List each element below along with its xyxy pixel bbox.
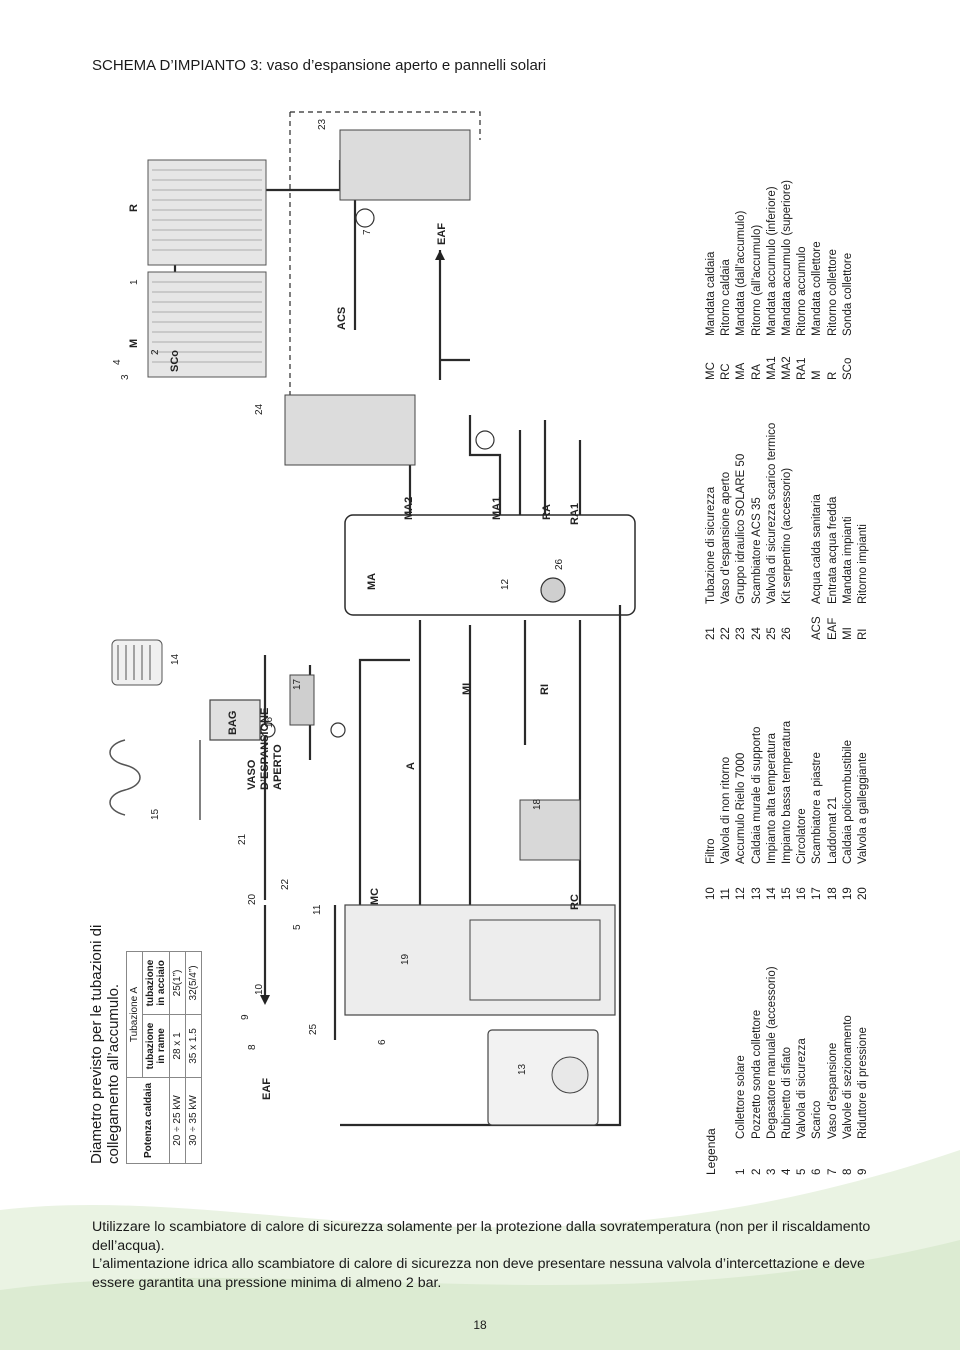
diagram-label-acs: ACS: [336, 307, 348, 330]
diagram-label-n25: 25: [308, 1023, 319, 1035]
diagram-label-n8: 8: [247, 1044, 258, 1050]
diagram-label-bag: BAG: [227, 711, 239, 735]
diagram-label-ma2: MA2: [403, 497, 415, 520]
installation-note: Utilizzare lo scambiatore di calore di s…: [92, 1218, 882, 1292]
expansion-vessel-7b: [475, 430, 495, 450]
diagram-label-eaf-right: EAF: [436, 223, 448, 245]
diagram-label-n18: 18: [532, 798, 543, 810]
solar-hydraulic-group: [339, 129, 471, 201]
diagram-label-vaso-line2: D’ESPANSIONE: [259, 708, 271, 790]
diagram-label-vaso-line3: APERTO: [272, 744, 284, 790]
diagram-label-n12: 12: [500, 578, 511, 590]
diagram-label-n26: 26: [554, 558, 565, 570]
expansion-vessel-bag: [209, 699, 261, 741]
diagram-label-n20: 20: [247, 893, 258, 905]
plate-exchanger: [289, 674, 315, 726]
circulator-pump: [260, 722, 276, 738]
diagram-label-n22: 22: [280, 878, 291, 890]
diagram-label-n19: 19: [400, 953, 411, 965]
circulator-pump: [330, 722, 346, 738]
diagram-label-n3: 3: [120, 374, 131, 380]
wall-boiler: [487, 1029, 599, 1126]
diagram-label-n4: 4: [112, 359, 123, 365]
diagram-label-n17: 17: [292, 678, 303, 690]
diagram-label-n24: 24: [254, 403, 265, 415]
diagram-label-n6: 6: [377, 1039, 388, 1045]
diagram-label-n2: 2: [150, 349, 161, 355]
diagram-label-vaso-line1: VASO: [246, 759, 258, 790]
expansion-vessel-7: [355, 208, 375, 228]
diagram-label-ri: RI: [539, 684, 551, 695]
diagram-label-mc: MC: [369, 888, 381, 905]
diagram-label-ra: RA: [541, 504, 553, 520]
solid-fuel-boiler: [344, 904, 616, 1016]
diagram-label-n15: 15: [150, 808, 161, 820]
diagram-label-r: R: [128, 204, 140, 212]
diagram-label-ra1: RA1: [569, 503, 581, 525]
storage-tank: [344, 514, 636, 616]
floor-heating: [109, 739, 141, 816]
diagram-label-n14: 14: [170, 653, 181, 665]
diagram-label-a: A: [405, 762, 417, 770]
diagram-label-ma1: MA1: [491, 497, 503, 520]
diagram-label-m: M: [128, 339, 140, 348]
diagram-label-n5: 5: [292, 924, 303, 930]
diagram-label-mi: MI: [461, 683, 473, 695]
diagram-label-n16: 16: [264, 716, 275, 728]
diagram-label-ma: MA: [366, 573, 378, 590]
diagram-label-sco: SCo: [169, 350, 181, 372]
note-line-2: L’alimentazione idrica allo scambiatore …: [92, 1256, 865, 1291]
diagram-label-n13: 13: [517, 1063, 528, 1075]
diagram-label-n9: 9: [240, 1014, 251, 1020]
serpentine-kit: [540, 577, 566, 603]
acs-exchanger: [284, 394, 416, 466]
page-title: SCHEMA D’IMPIANTO 3: vaso d’espansione a…: [92, 57, 547, 74]
note-line-1: Utilizzare lo scambiatore di calore di s…: [92, 1219, 871, 1254]
diagram-label-n1: 1: [129, 279, 140, 285]
radiator: [111, 639, 163, 686]
solar-collectors: [147, 159, 267, 378]
diagram-label-rc: RC: [569, 894, 581, 910]
diagram-label-n7: 7: [362, 229, 373, 235]
page-number: 18: [473, 1318, 487, 1332]
diagram-label-n10: 10: [254, 983, 265, 995]
diagram-label-n21: 21: [237, 833, 248, 845]
diagram-label-n23: 23: [317, 118, 328, 130]
diagram-label-eaf: EAF: [261, 1078, 273, 1100]
laddomat: [519, 799, 581, 861]
diagram-label-n11: 11: [312, 904, 323, 915]
